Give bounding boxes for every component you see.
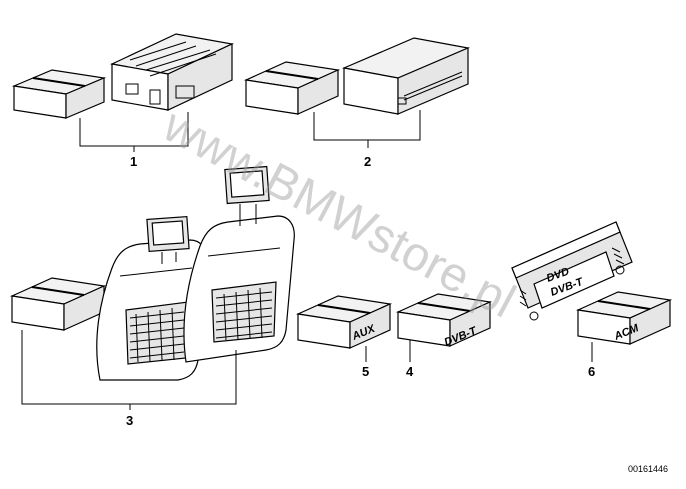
- group-2-bracket: [313, 110, 421, 141]
- part-number-1: 1: [130, 154, 137, 169]
- navigation-monitor: DVD DVB-T: [511, 221, 633, 321]
- dvd-player-unit: [341, 37, 471, 115]
- group-1-box: [11, 69, 107, 119]
- group-3-box: [9, 277, 107, 331]
- rear-seat-right-with-monitor: [183, 165, 295, 363]
- part-number-2: 2: [364, 154, 371, 169]
- part-number-4: 4: [406, 364, 414, 379]
- drawing-code: 00161446: [628, 464, 668, 474]
- group-2-box: [243, 61, 341, 115]
- part-number-6: 6: [588, 364, 595, 379]
- acm-box: ACM: [575, 291, 673, 345]
- rear-seat-left-with-monitor: [96, 216, 207, 381]
- part-number-5: 5: [362, 364, 369, 379]
- cd-changer-unit: [110, 33, 234, 111]
- aux-box: AUX: [295, 295, 393, 349]
- part-number-3: 3: [126, 413, 133, 428]
- group-3-bracket: [21, 330, 237, 405]
